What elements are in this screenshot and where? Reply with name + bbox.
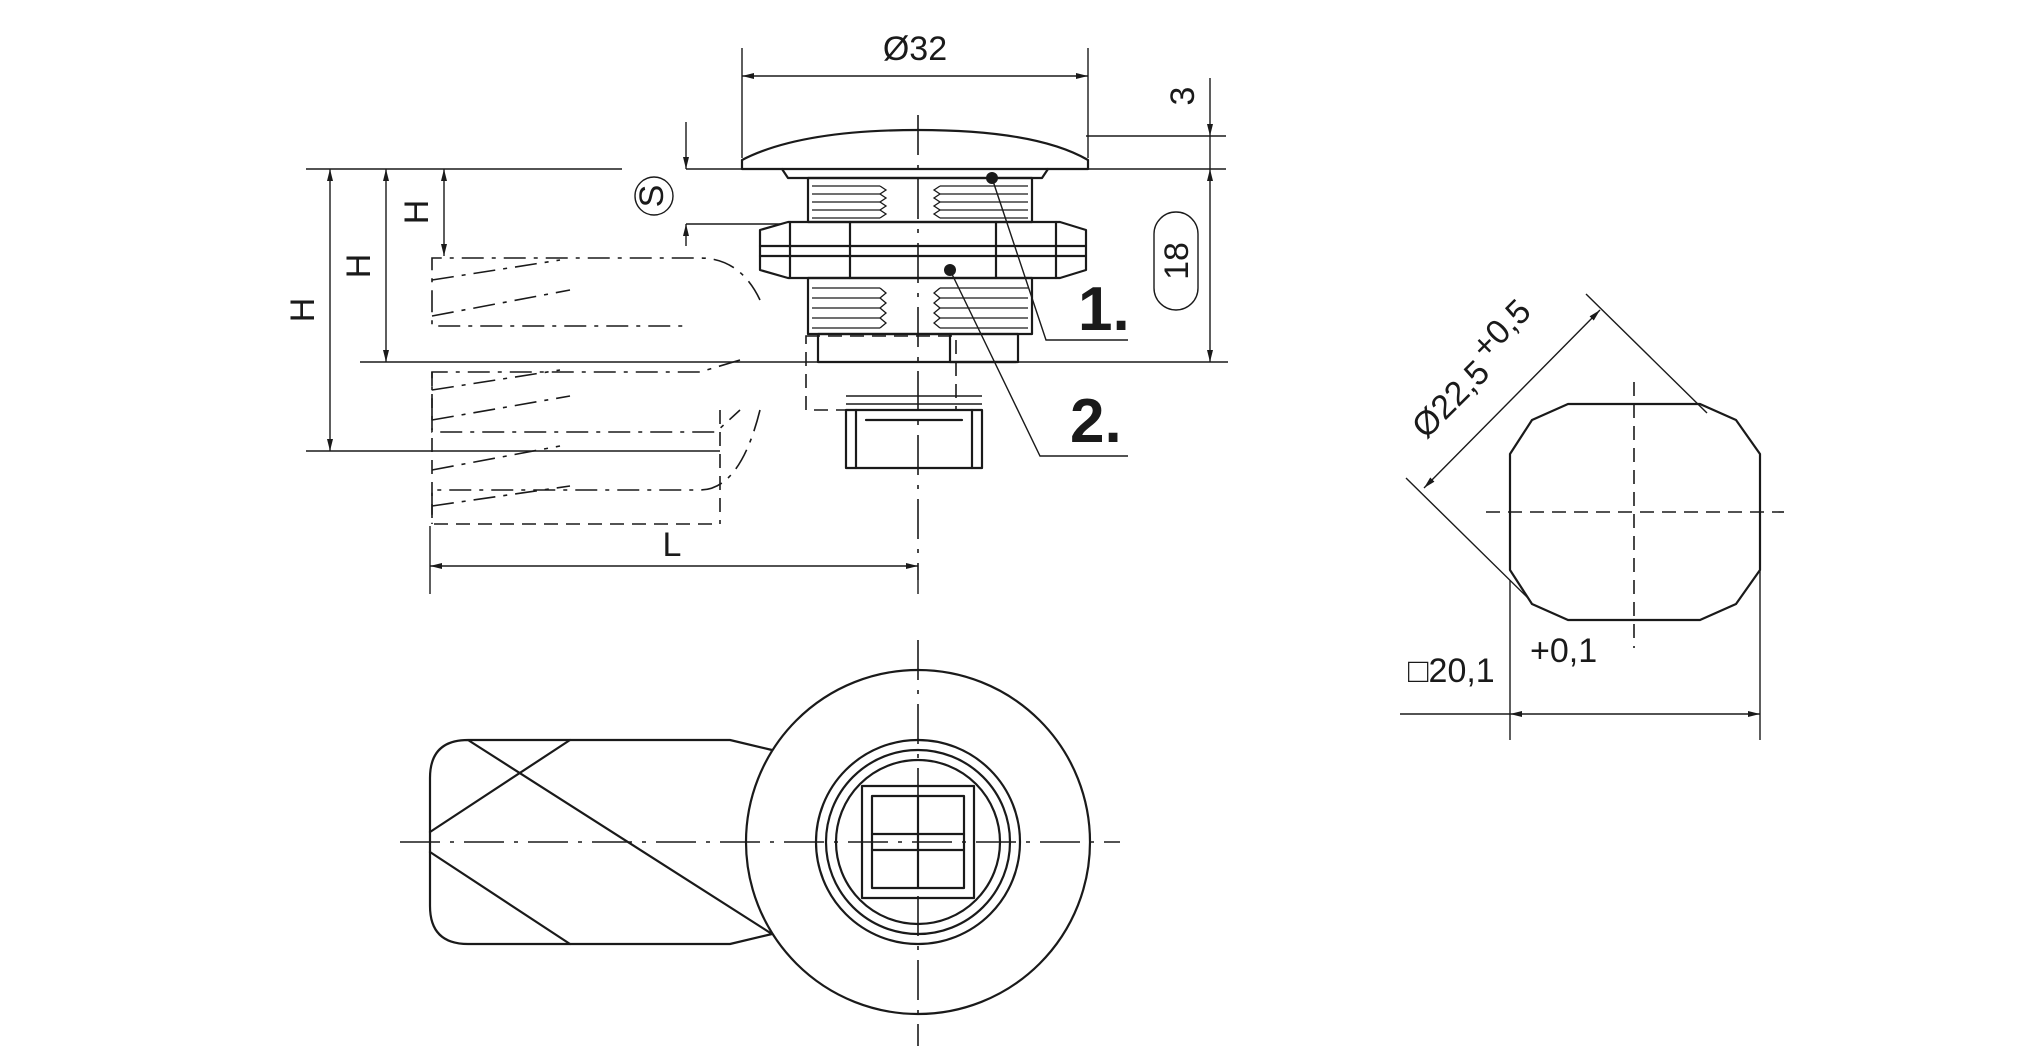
dim-stroke-label: S (633, 185, 671, 208)
dim-diag-ext-a (1585, 293, 1708, 414)
dim-body-height-label: 18 (1158, 242, 1196, 280)
thread-lower-lines (812, 287, 1028, 329)
cutout-view: Ø22,5 +0,5 □20,1 +0,1 (1400, 292, 1784, 740)
hex-nut-faces (788, 220, 1058, 280)
callout-2-label: 2. (1070, 387, 1122, 456)
dim-cutout-diameter-text: Ø22,5 +0,5 (1405, 292, 1539, 446)
dim-cutout-diameter-tol: +0,5 (1464, 292, 1538, 366)
cap-head (740, 128, 1090, 171)
lever-hub-hidden (805, 335, 957, 411)
callout-1-leader (991, 177, 1128, 341)
lever-position-3 (431, 409, 761, 524)
plan-view (400, 640, 1120, 1046)
thread-upper-lines (812, 185, 1028, 219)
dim-body-height-badge (1153, 211, 1199, 311)
hex-nut (758, 220, 1088, 280)
key-square-grid (870, 794, 966, 890)
square-drive (844, 408, 984, 470)
dim-lever-length-label: L (663, 526, 682, 564)
lever-hidden-outline (431, 372, 721, 525)
thread-upper (806, 176, 1034, 224)
dim-cutout-diameter-line (1423, 309, 1601, 489)
head-ring-core (834, 758, 1002, 926)
lever-plan-outline (428, 738, 774, 946)
side-view: Ø32 3 S 18 H H H L 1. 2. (284, 30, 1228, 594)
square-drive-threads (846, 395, 982, 405)
head-ring-outer (814, 738, 1022, 946)
dim-cap-height-label: 3 (1164, 87, 1202, 106)
dim-cutout-square-tol: +0,1 (1530, 632, 1597, 670)
cutout-profile (1508, 402, 1762, 622)
lever-position-3-edge (431, 445, 571, 507)
lever-position-2 (431, 359, 741, 433)
callout-2-leader (949, 269, 1128, 457)
body-shank (816, 332, 1020, 364)
callout-1-label: 1. (1078, 275, 1130, 344)
dim-cutout-square-label: □20,1 (1408, 652, 1495, 690)
head-outer-circle (744, 668, 1092, 1016)
hex-nut-edges (758, 244, 1088, 258)
cap-washer (780, 167, 1050, 180)
dim-stroke-circle (634, 176, 674, 216)
dim-h-large-label: H (284, 298, 322, 323)
square-drive-edges (854, 408, 974, 470)
dim-h-small-label: H (398, 200, 436, 225)
dim-diag-ext-b (1405, 477, 1529, 599)
dim-cutout-diameter-label: Ø22,5 (1405, 353, 1497, 445)
key-square-outer (860, 784, 976, 900)
thread-lower (806, 276, 1034, 336)
lever-position-1 (431, 257, 761, 327)
dim-top-diameter-label: Ø32 (883, 30, 947, 68)
lever-plan-bevels (428, 738, 572, 946)
head-ring-inner (824, 748, 1012, 936)
dim-h-medium-label: H (340, 254, 378, 279)
lever-position-1-edge (431, 259, 571, 317)
lever-position-2-edge (431, 369, 571, 421)
